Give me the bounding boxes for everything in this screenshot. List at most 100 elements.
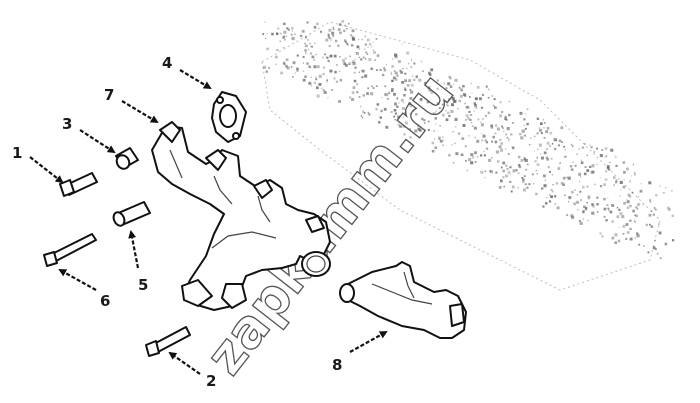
speckle-dot <box>591 203 594 206</box>
speckle-dot <box>296 69 299 72</box>
speckle-dot <box>369 43 372 46</box>
speckle-dot <box>356 45 360 49</box>
speckle-dot <box>470 153 474 157</box>
speckle-dot <box>537 148 539 150</box>
speckle-dot <box>439 125 441 127</box>
speckle-dot <box>407 62 410 65</box>
speckle-dot <box>574 189 576 191</box>
speckle-dot <box>498 145 502 149</box>
speckle-dot <box>610 148 614 152</box>
speckle-dot <box>518 155 521 159</box>
speckle-dot <box>458 99 461 103</box>
speckle-dot <box>650 210 653 212</box>
speckle-dot <box>350 34 352 36</box>
speckle-dot <box>650 225 654 228</box>
speckle-dot <box>591 211 595 215</box>
speckle-dot <box>586 154 588 157</box>
speckle-dot <box>403 87 407 90</box>
speckle-dot <box>375 69 378 72</box>
speckle-dot <box>324 53 326 56</box>
speckle-dot <box>587 197 590 200</box>
speckle-dot <box>476 139 480 143</box>
speckle-dot <box>606 166 610 170</box>
speckle-dot <box>574 164 577 167</box>
speckle-dot <box>268 67 270 69</box>
speckle-dot <box>572 161 574 163</box>
speckle-dot <box>604 178 608 181</box>
speckle-dot <box>394 78 398 81</box>
speckle-dot <box>570 168 574 171</box>
speckle-dot <box>391 71 393 73</box>
speckle-dot <box>508 113 511 117</box>
leader-2 <box>168 351 201 375</box>
speckle-dot <box>616 215 620 219</box>
speckle-dot <box>500 142 504 145</box>
speckle-dot <box>592 205 595 208</box>
speckle-dot <box>510 190 513 193</box>
speckle-dot <box>328 28 332 32</box>
speckle-dot <box>326 56 329 59</box>
speckle-dot <box>344 63 348 67</box>
speckle-dot <box>427 128 430 132</box>
speckle-dot <box>383 67 385 69</box>
speckle-dot <box>635 206 638 209</box>
speckle-dot <box>296 67 299 70</box>
speckle-dot <box>316 65 320 69</box>
speckle-dot <box>428 89 431 92</box>
speckle-dot <box>265 38 267 40</box>
speckle-dot <box>642 204 644 206</box>
speckle-dot <box>633 221 635 223</box>
speckle-dot <box>654 208 657 211</box>
speckle-dot <box>391 65 394 68</box>
speckle-dot <box>550 157 553 160</box>
leader-6 <box>58 269 97 291</box>
speckle-dot <box>621 215 625 219</box>
speckle-dot <box>505 133 507 136</box>
speckle-dot <box>522 180 525 183</box>
speckle-dot <box>329 69 333 73</box>
callout-5: 5 <box>138 276 148 294</box>
speckle-dot <box>622 233 625 235</box>
speckle-dot <box>607 197 609 199</box>
speckle-dot <box>590 146 593 149</box>
speckle-dot <box>582 210 585 213</box>
speckle-dot <box>434 117 437 120</box>
speckle-dot <box>424 122 426 124</box>
speckle-dot <box>433 130 435 132</box>
speckle-dot <box>521 177 524 179</box>
speckle-dot <box>358 71 360 73</box>
speckle-dot <box>545 156 549 159</box>
speckle-dot <box>605 170 608 173</box>
speckle-dot <box>576 200 580 204</box>
speckle-dot <box>441 113 445 117</box>
speckle-dot <box>283 47 285 49</box>
speckle-dot <box>326 81 328 83</box>
speckle-dot <box>342 59 345 63</box>
speckle-dot <box>547 166 550 169</box>
speckle-dot <box>346 28 348 30</box>
speckle-dot <box>609 161 611 163</box>
speckle-dot <box>373 51 376 54</box>
speckle-dot <box>376 103 380 106</box>
speckle-dot <box>432 112 436 115</box>
speckle-dot <box>383 93 387 96</box>
speckle-dot <box>627 193 631 197</box>
speckle-dot <box>452 162 455 164</box>
speckle-dot <box>536 117 540 120</box>
speckle-dot <box>474 161 477 163</box>
speckle-dot <box>626 200 630 204</box>
speckle-dot <box>608 168 611 171</box>
speckle-dot <box>535 169 537 172</box>
speckle-dot <box>654 239 656 242</box>
speckle-dot <box>351 97 355 101</box>
speckle-dot <box>578 172 582 176</box>
speckle-dot <box>262 33 264 35</box>
speckle-dot <box>623 171 626 174</box>
speckle-dot <box>614 155 616 156</box>
leader-1 <box>29 156 64 184</box>
speckle-dot <box>587 195 591 199</box>
speckle-dot <box>277 27 279 29</box>
speckle-dot <box>658 223 660 225</box>
speckle-dot <box>524 127 527 130</box>
speckle-dot <box>637 203 641 206</box>
